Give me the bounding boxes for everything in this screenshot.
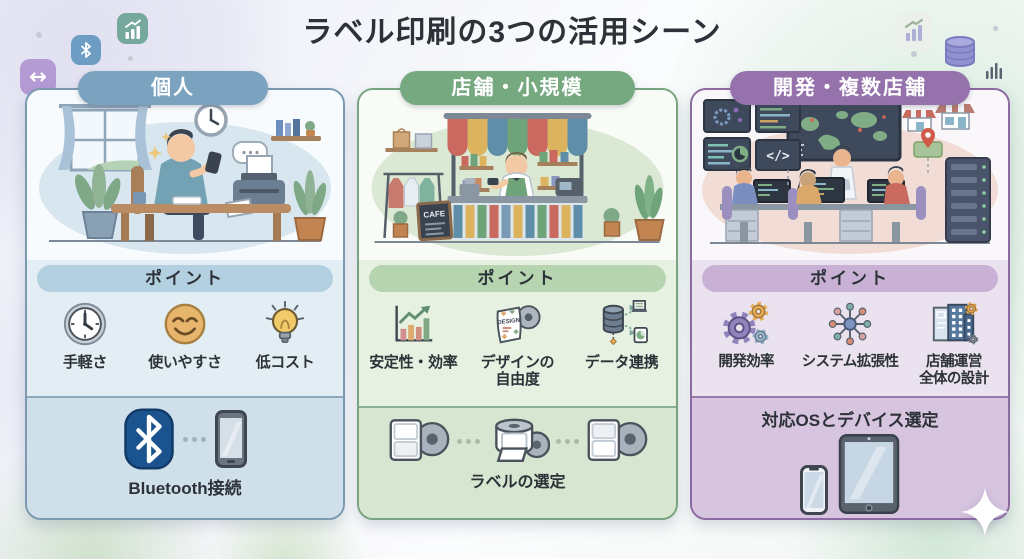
card-personal: ポイント 手軽さ (25, 88, 345, 520)
decor-dot (128, 56, 133, 61)
point-dev-efficiency: 開発効率 (700, 297, 792, 396)
point-label: データ連携 (584, 354, 659, 371)
point-label: システム拡張性 (801, 354, 899, 370)
growth-chart-icon (388, 297, 438, 351)
points-row-personal: 手軽さ 使いやすさ (27, 292, 343, 396)
decor-dot (36, 32, 42, 38)
dev-office-scene: </> (702, 99, 998, 254)
card-store-header: 店舗・小規模 (400, 71, 635, 105)
network-hub-icon (825, 297, 875, 351)
point-label: 開発効率 (718, 354, 774, 370)
points-row-development: 開発効率 (692, 292, 1008, 396)
point-extensibility: システム拡張性 (792, 297, 907, 396)
phone-device-icon (800, 465, 828, 515)
smiley-face-icon (160, 297, 210, 351)
store-icons (902, 104, 975, 132)
store-design-icon (928, 297, 980, 351)
points-row-store: 安定性・効率 DESIGN (359, 292, 676, 406)
server-rack (945, 157, 991, 243)
bluetooth-badge-icon (123, 408, 174, 470)
point-easiness: 手軽さ (35, 297, 135, 396)
data-link-icon (596, 297, 648, 351)
code-tag-text: </> (766, 149, 790, 164)
points-heading-personal: ポイント (37, 265, 333, 292)
decor-dot (911, 51, 917, 57)
point-label: 安定性・効率 (369, 354, 458, 371)
mini-bars-icon (986, 60, 1004, 85)
card-development: </> (690, 88, 1010, 520)
connection-dots (182, 436, 206, 442)
card-development-header: 開発・複数店舗 (730, 71, 970, 105)
bottom-label-store: ラベルの選定 (469, 474, 566, 491)
sparkle-icon (961, 488, 1009, 536)
gears-icon (720, 297, 772, 351)
point-label: 手軽さ (62, 354, 108, 371)
clock-icon (60, 297, 110, 351)
point-label: 低コスト (255, 354, 315, 371)
card-store: CAFE ポイント (357, 88, 678, 520)
option-dots (555, 438, 579, 444)
smartphone-icon (214, 410, 247, 468)
point-data-link: データ連携 (575, 297, 668, 406)
point-label: デザインの 自由度 (480, 354, 555, 389)
point-store-operation-design: 店舗運営 全体の設計 (908, 297, 1000, 396)
shopkeeper (487, 152, 536, 202)
option-dots (456, 438, 480, 444)
chalkboard-sign: CAFE (416, 200, 454, 242)
window (58, 104, 152, 172)
store-scene: CAFE (371, 113, 665, 256)
design-text: DESIGN (498, 318, 521, 326)
point-label: 使いやすさ (148, 354, 222, 371)
illustration-dev-office: </> (692, 90, 1008, 260)
cafe-sign-text: CAFE (423, 209, 446, 220)
home-desk-scene (39, 103, 331, 254)
label-roll-front-icon (494, 418, 550, 462)
card-personal-header: 個人 (78, 71, 268, 105)
tablet-device-icon (838, 434, 900, 514)
point-usability: 使いやすさ (135, 297, 235, 396)
illustration-store-front: CAFE (359, 90, 676, 260)
label-roll-icon (389, 419, 449, 461)
points-heading-development: ポイント (702, 265, 998, 292)
counter (447, 178, 588, 240)
bottom-store-labels: ラベルの選定 (359, 406, 676, 518)
stall-frame (451, 144, 584, 206)
lightbulb-icon (260, 297, 310, 351)
wall-shelf (271, 119, 321, 141)
label-roll-design-icon: DESIGN (491, 297, 543, 351)
points-heading-store: ポイント (369, 265, 666, 292)
page-title: ラベル印刷の3つの活用シーン (302, 16, 722, 49)
point-low-cost: 低コスト (235, 297, 335, 396)
bottom-personal-bluetooth: Bluetooth接続 (27, 396, 343, 518)
point-label: 店舗運営 全体の設計 (919, 354, 989, 387)
bottom-label-development: 対応OSとデバイス選定 (761, 411, 939, 430)
illustration-personal-home (27, 90, 343, 260)
wall-clock (194, 103, 228, 137)
point-stability: 安定性・効率 (367, 297, 460, 406)
label-roll-icon (587, 419, 647, 461)
decor-dot (993, 26, 998, 31)
bottom-label-personal: Bluetooth接続 (128, 479, 242, 498)
awning (443, 113, 592, 156)
plant-right (293, 170, 327, 241)
point-design-freedom: DESIGN デザインの 自由度 (460, 297, 576, 406)
